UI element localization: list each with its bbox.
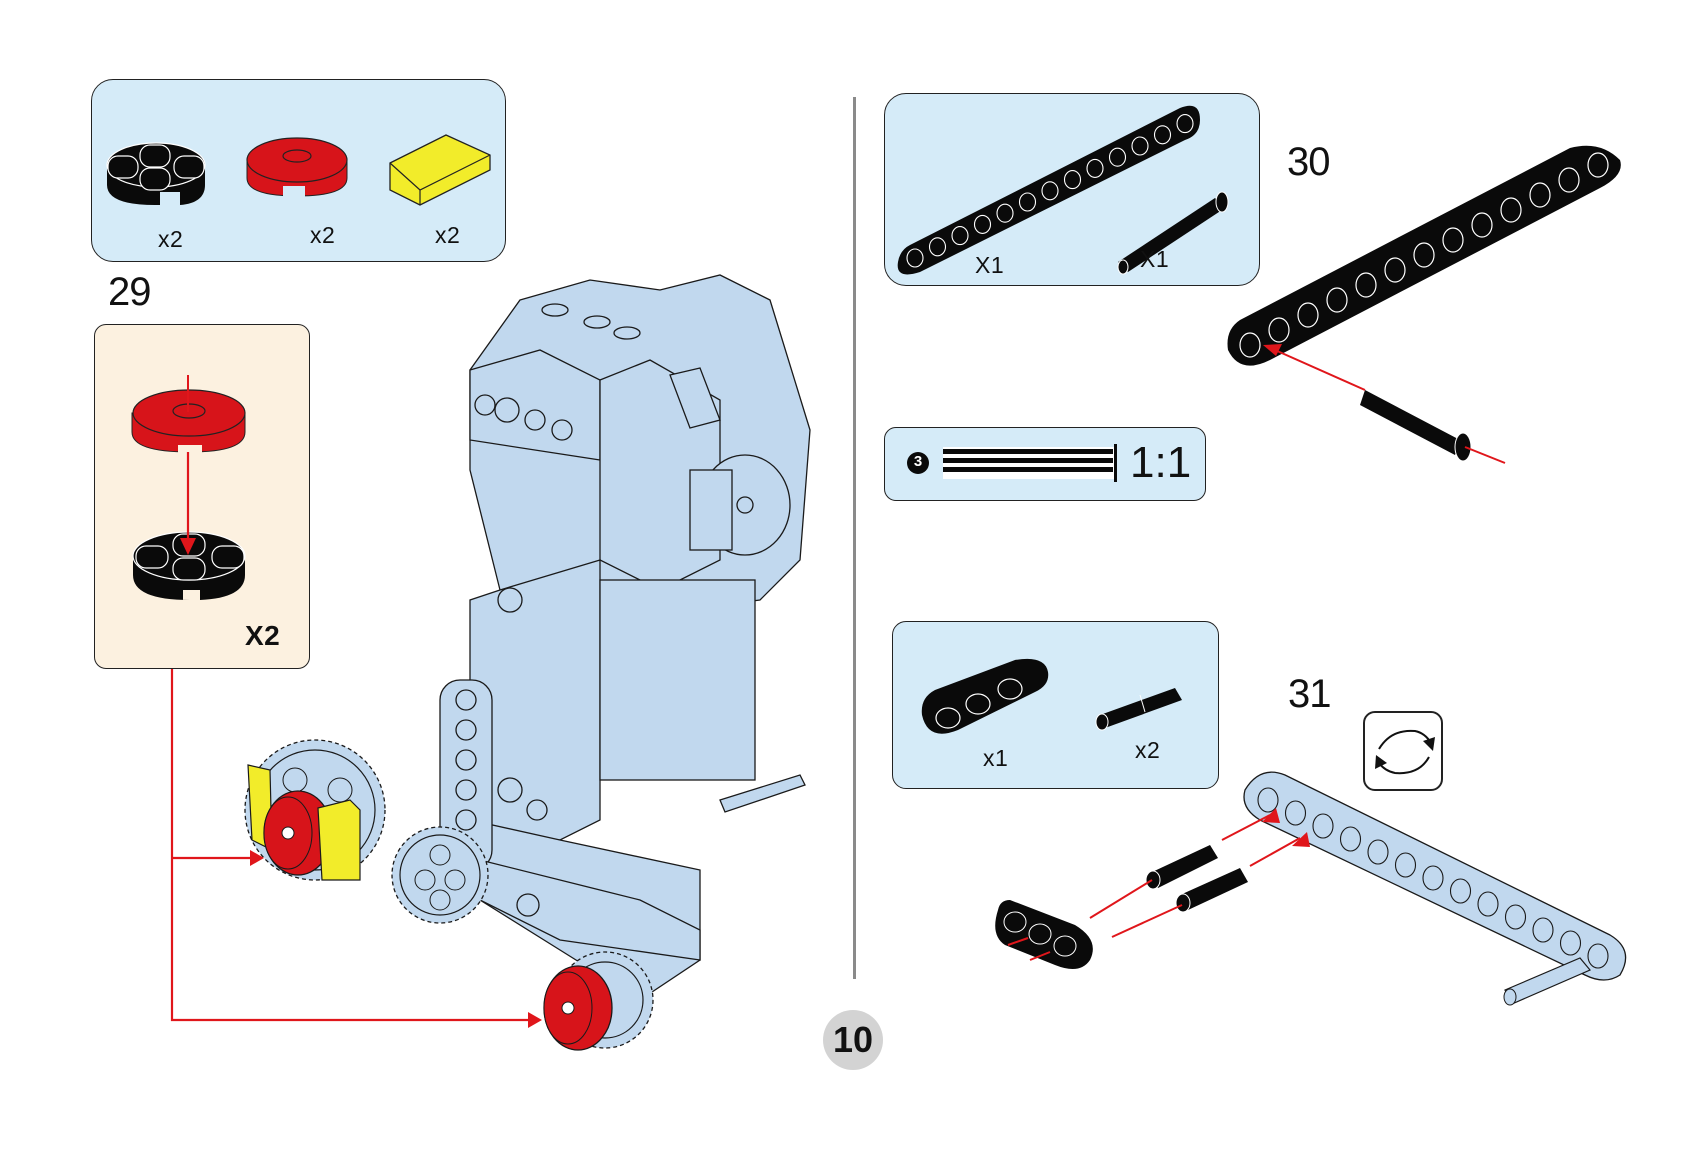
- step-29-part-1-qty: x2: [158, 226, 184, 252]
- step-29-number: 29: [108, 270, 151, 314]
- beam-hole: [1284, 800, 1307, 826]
- gear-medium: [391, 826, 489, 924]
- step-29-part-3-qty: x2: [435, 222, 461, 248]
- step-29-subassembly-qty: X2: [245, 620, 281, 651]
- beam-hole: [1449, 878, 1472, 904]
- callout-arrow-head-upper: [250, 850, 264, 866]
- liftarm-13-light-blue: [1243, 771, 1627, 981]
- beam-hole: [1268, 317, 1290, 343]
- step-30-part-1-qty: X1: [975, 252, 1005, 278]
- insert-arrows: [1007, 814, 1301, 961]
- axle-pin-black-icon: [1117, 191, 1229, 275]
- beam-hole: [1442, 227, 1464, 253]
- beam-hole: [1339, 826, 1362, 852]
- round-plate-2x2-black-icon: [132, 531, 246, 600]
- step-31-part-2-qty: x2: [1135, 737, 1161, 763]
- callout-number: 3: [913, 453, 923, 470]
- callout-number-badge: [907, 452, 929, 474]
- liftarm-13-black-icon: [897, 105, 1200, 275]
- round-tile-2x2-red-icon: [246, 137, 348, 198]
- friction-pins-black: [1145, 845, 1248, 913]
- beam-hole: [951, 226, 969, 246]
- liftarm-3-black: [995, 900, 1093, 969]
- beam-hole: [906, 248, 924, 268]
- page-number: 10: [823, 1010, 883, 1070]
- beam-hole: [1587, 152, 1609, 178]
- beam-hole: [1326, 287, 1348, 313]
- beam-hole: [1422, 865, 1444, 891]
- step-29-part-2-qty: x2: [310, 222, 336, 248]
- beam-hole: [1394, 852, 1417, 878]
- step-31-number: 31: [1288, 672, 1331, 716]
- beam-hole: [1504, 904, 1527, 930]
- step-31-part-1-qty: x1: [983, 745, 1009, 771]
- step-29-subassembly-box: [94, 324, 310, 669]
- beam-hole: [1153, 125, 1172, 145]
- beam-hole: [1086, 158, 1104, 178]
- page-divider: [853, 97, 856, 979]
- axle-1-1-outline: [943, 444, 1117, 482]
- round-tile-red-upper: [263, 790, 333, 876]
- beam-hole: [1532, 917, 1554, 943]
- callout-arrows: [170, 669, 530, 1022]
- scale-ratio-label: 1:1: [1130, 438, 1192, 487]
- round-tile-2x2-red-icon: [131, 389, 246, 455]
- round-plate-2x2-black-icon: [106, 142, 206, 205]
- callout-arrow-head-lower: [528, 1012, 542, 1028]
- beam-hole: [1471, 212, 1493, 238]
- model-body: [439, 274, 811, 1001]
- beam-hole: [1018, 192, 1037, 212]
- friction-pin-black-icon: [1095, 688, 1182, 731]
- round-tile-red-lower: [543, 965, 613, 1051]
- insert-arrow: [180, 375, 196, 555]
- beam-hole: [1131, 136, 1149, 156]
- yellow-slope-right: [317, 799, 361, 881]
- beam-hole: [1257, 787, 1279, 813]
- liftarm-3-black-icon: [921, 658, 1049, 734]
- beam-hole: [1384, 257, 1406, 283]
- beam-hole: [1477, 891, 1499, 917]
- beam-hole: [1500, 197, 1522, 223]
- insert-arrow: [1263, 344, 1506, 464]
- beam-hole: [1355, 272, 1377, 298]
- beam-hole: [1176, 114, 1194, 134]
- beam-hole: [1559, 930, 1582, 956]
- arrow-head-2: [1292, 832, 1310, 847]
- step-30-part-2-qty: X1: [1140, 246, 1170, 272]
- beam-hole: [1529, 182, 1551, 208]
- step-30-number: 30: [1287, 140, 1330, 184]
- beam-hole: [1108, 147, 1127, 167]
- liftarm-13-black: [1227, 145, 1621, 366]
- beam-hole: [973, 214, 992, 234]
- arrow-head-1: [1262, 808, 1280, 823]
- axle-light-blue: [1503, 957, 1591, 1006]
- axle-pin-black: [1360, 390, 1472, 462]
- beam-hole: [1297, 302, 1319, 328]
- beam-hole: [928, 237, 947, 257]
- beam-hole: [1558, 167, 1580, 193]
- beam-hole: [1367, 839, 1389, 865]
- rotate-model-icon: [1363, 711, 1443, 791]
- slope-1x2-yellow-icon: [389, 134, 491, 206]
- beam-hole: [1239, 332, 1261, 358]
- beam-hole: [1063, 170, 1082, 190]
- beam-hole: [1587, 943, 1609, 969]
- beam-hole: [1312, 813, 1334, 839]
- beam-hole: [1413, 242, 1435, 268]
- beam-hole: [1041, 181, 1059, 201]
- beam-hole: [996, 203, 1014, 223]
